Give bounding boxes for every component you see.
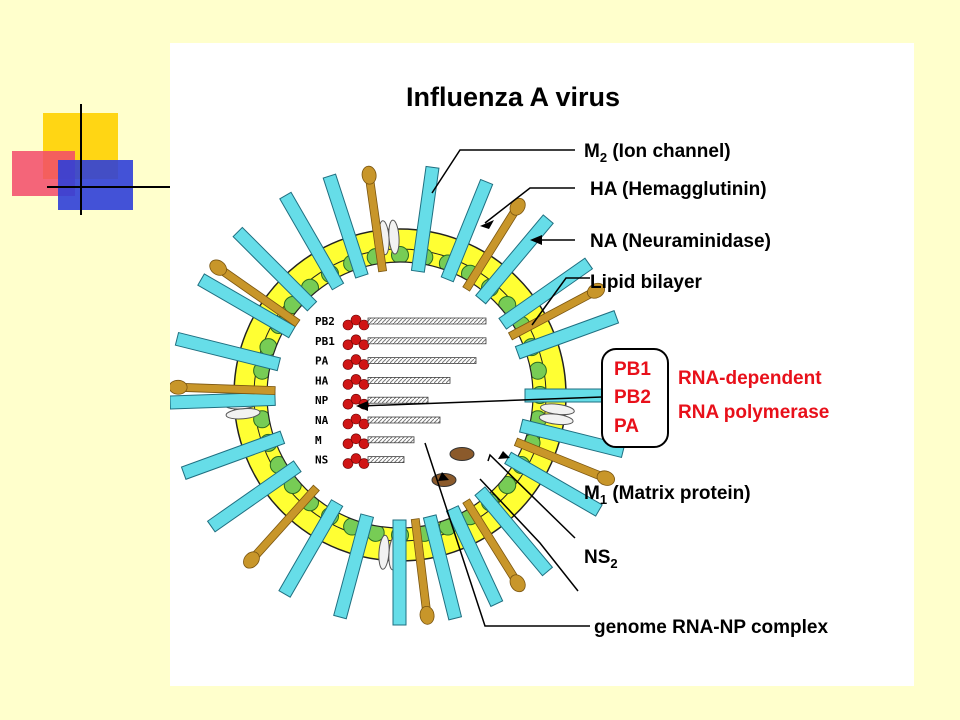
surface-spikes — [170, 165, 631, 626]
ha-spike — [322, 173, 369, 279]
segment-label: NS — [315, 454, 328, 467]
ha-spike — [440, 178, 494, 283]
ha-spike — [279, 191, 345, 291]
rnp-segment: NS — [315, 453, 405, 469]
rnp-segment: HA — [315, 374, 451, 390]
polymerase-pb2: PB2 — [614, 387, 651, 408]
rnp-segment: PA — [315, 354, 477, 370]
ha-spike — [180, 430, 286, 480]
segment-label: PA — [315, 355, 329, 368]
rnp-segment: PB2 — [315, 314, 487, 331]
ha-spike — [445, 505, 504, 608]
na-spike — [462, 498, 526, 593]
na-spike — [513, 437, 615, 486]
na-spike — [462, 197, 526, 292]
segment-label: PB2 — [315, 315, 335, 328]
na-spike — [170, 379, 276, 396]
ha-spike — [170, 391, 276, 410]
polymerase-box — [601, 348, 669, 448]
ha-spike — [514, 310, 620, 360]
polymerase-pb1: PB1 — [614, 359, 651, 380]
ha-spike — [475, 214, 554, 305]
segment-label: NP — [315, 394, 329, 407]
m2-channel — [538, 403, 575, 426]
leader-arrows — [356, 220, 542, 481]
ha-spike — [278, 499, 344, 598]
ha-spike — [232, 226, 318, 312]
matrix-bead — [498, 475, 517, 494]
na-spike — [209, 259, 301, 328]
segment-label: PB1 — [315, 335, 335, 348]
rnp-segment: PB1 — [315, 334, 487, 351]
label-ns2: NS2 — [584, 547, 618, 571]
leader-lines — [359, 149, 603, 627]
ha-spike — [333, 513, 375, 620]
rnp-segment: NA — [315, 413, 441, 430]
na-spike — [410, 518, 435, 625]
segment-label: NA — [315, 414, 329, 427]
na-spike — [507, 282, 606, 341]
polymerase-desc-2: RNA polymerase — [678, 402, 829, 423]
ha-spike — [174, 331, 282, 372]
label-ha: HA (Hemagglutinin) — [590, 179, 767, 200]
ha-spike — [518, 418, 626, 459]
ha-spike — [392, 519, 407, 626]
ha-spike — [197, 273, 296, 339]
diagram-title: Influenza A virus — [406, 82, 620, 112]
label-m1: M1 (Matrix protein) — [584, 483, 751, 507]
label-lipid: Lipid bilayer — [590, 272, 703, 293]
ha-spike — [422, 514, 463, 621]
polymerase-desc-1: RNA-dependent — [678, 368, 822, 389]
polymerase-pa: PA — [614, 416, 639, 437]
rnp-segment: M — [315, 433, 415, 450]
ha-spike — [474, 486, 554, 577]
ha-spike — [498, 257, 594, 330]
segment-label: M — [315, 434, 322, 447]
segment-label: HA — [315, 374, 329, 387]
slide-decoration — [12, 104, 170, 215]
na-spike — [361, 165, 388, 273]
label-m2: M2 (Ion channel) — [584, 141, 731, 165]
ha-spike — [206, 460, 302, 533]
label-genome: genome RNA-NP complex — [594, 617, 828, 638]
m1-protein — [449, 447, 475, 461]
na-spike — [243, 484, 320, 569]
label-na: NA (Neuraminidase) — [590, 231, 771, 252]
